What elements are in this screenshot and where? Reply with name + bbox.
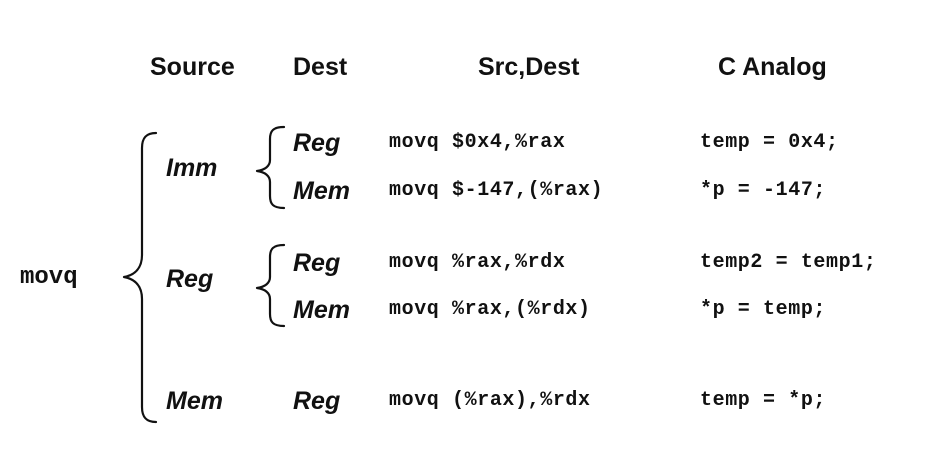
header-c-analog: C Analog <box>718 53 827 81</box>
header-dest: Dest <box>293 53 348 81</box>
dest-label: Mem <box>293 296 350 324</box>
imm-brace <box>255 125 286 210</box>
c-analog-code: *p = temp; <box>700 298 827 321</box>
asm-code: movq $0x4,%rax <box>389 131 566 154</box>
reg-brace <box>255 243 286 328</box>
dest-label: Reg <box>293 129 341 157</box>
dest-label: Reg <box>293 249 341 277</box>
c-analog-code: temp = *p; <box>700 389 827 412</box>
outer-brace <box>122 131 158 424</box>
c-analog-code: *p = -147; <box>700 179 827 202</box>
source-imm: Imm <box>166 154 218 182</box>
header-src-dest: Src,Dest <box>478 53 580 81</box>
dest-label: Reg <box>293 387 341 415</box>
header-source: Source <box>150 53 235 81</box>
instruction-label: movq <box>20 264 78 291</box>
asm-code: movq %rax,%rdx <box>389 251 566 274</box>
source-mem: Mem <box>166 387 223 415</box>
asm-code: movq $-147,(%rax) <box>389 179 604 202</box>
c-analog-code: temp2 = temp1; <box>700 251 877 274</box>
dest-label: Mem <box>293 177 350 205</box>
asm-code: movq %rax,(%rdx) <box>389 298 591 321</box>
asm-code: movq (%rax),%rdx <box>389 389 591 412</box>
source-reg: Reg <box>166 265 214 293</box>
c-analog-code: temp = 0x4; <box>700 131 839 154</box>
